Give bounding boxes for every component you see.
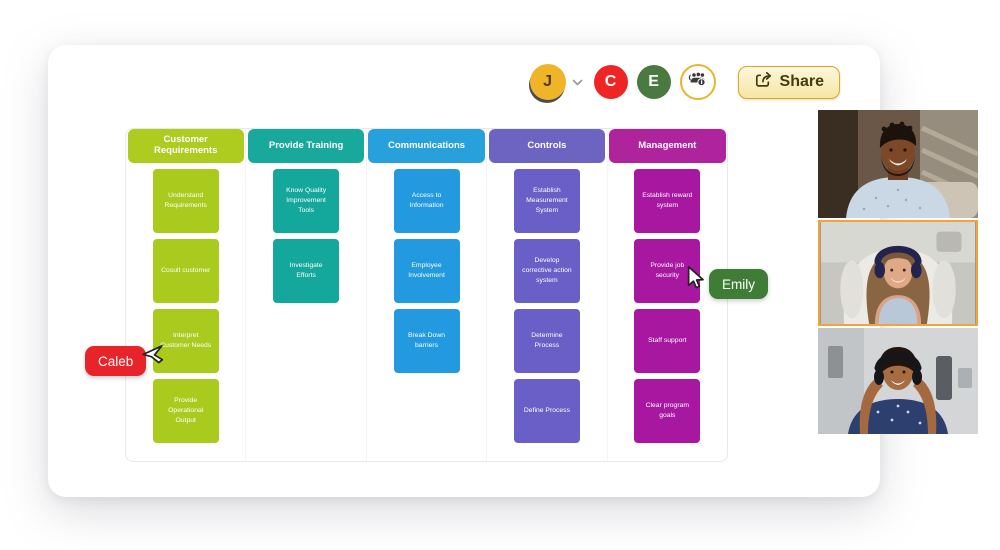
sticky-card[interactable]: Clear program goals	[634, 379, 701, 443]
video-participant-1[interactable]	[818, 110, 978, 218]
column-header[interactable]: Management	[609, 129, 726, 163]
toolbar: J C E	[529, 64, 840, 100]
participant-1-photo	[818, 110, 978, 218]
sticky-card[interactable]: Investigate Efforts	[273, 239, 340, 303]
sticky-card[interactable]: Develop corrective action system	[513, 239, 580, 303]
collaborators-button[interactable]	[679, 64, 716, 100]
video-participant-3[interactable]	[818, 328, 978, 434]
sticky-card[interactable]: Access to Information	[393, 169, 460, 233]
share-button[interactable]: Share	[737, 65, 840, 99]
cursor-label-caleb: Caleb	[85, 346, 147, 376]
avatar-e[interactable]: E	[636, 65, 671, 99]
sticky-card[interactable]: Define Process	[513, 379, 580, 443]
participant-3-photo	[818, 328, 978, 434]
sticky-card[interactable]: Staff support	[634, 309, 701, 373]
sticky-card[interactable]: Break Down barriers	[393, 309, 460, 373]
video-call-strip	[818, 110, 978, 434]
participant-2-photo	[821, 222, 975, 324]
sticky-card[interactable]: Establish reward system	[634, 169, 701, 233]
cursor-arrow-caleb	[141, 342, 168, 374]
column-header[interactable]: Provide Training	[247, 129, 365, 163]
sticky-card[interactable]: Cosult customer	[152, 239, 219, 303]
column-header[interactable]: Customer Requirements	[127, 129, 244, 163]
cursor-arrow-emily	[683, 264, 710, 296]
chevron-down-icon[interactable]	[571, 76, 584, 89]
share-icon	[754, 70, 773, 94]
sticky-card[interactable]: Determine Process	[513, 309, 580, 373]
avatar-c[interactable]: C	[593, 65, 628, 99]
share-label: Share	[779, 73, 824, 90]
people-info-icon	[687, 69, 708, 95]
avatar-j[interactable]: J	[529, 64, 566, 100]
cursor-label-emily: Emily	[709, 269, 768, 299]
sticky-card[interactable]: Employee Involvement	[393, 239, 460, 303]
sticky-card[interactable]: Understand Requirements	[152, 169, 219, 233]
video-participant-2-active[interactable]	[818, 220, 978, 326]
sticky-card[interactable]: Provide Operational Output	[152, 379, 219, 443]
sticky-card[interactable]: Know Quality Improvement Tools	[273, 169, 340, 233]
column-header[interactable]: Controls	[488, 129, 606, 163]
sticky-card[interactable]: Establish Measurement System	[513, 169, 580, 233]
column-header[interactable]: Communications	[368, 129, 485, 163]
sticky-card[interactable]: Interpret Customer Needs	[152, 309, 219, 373]
